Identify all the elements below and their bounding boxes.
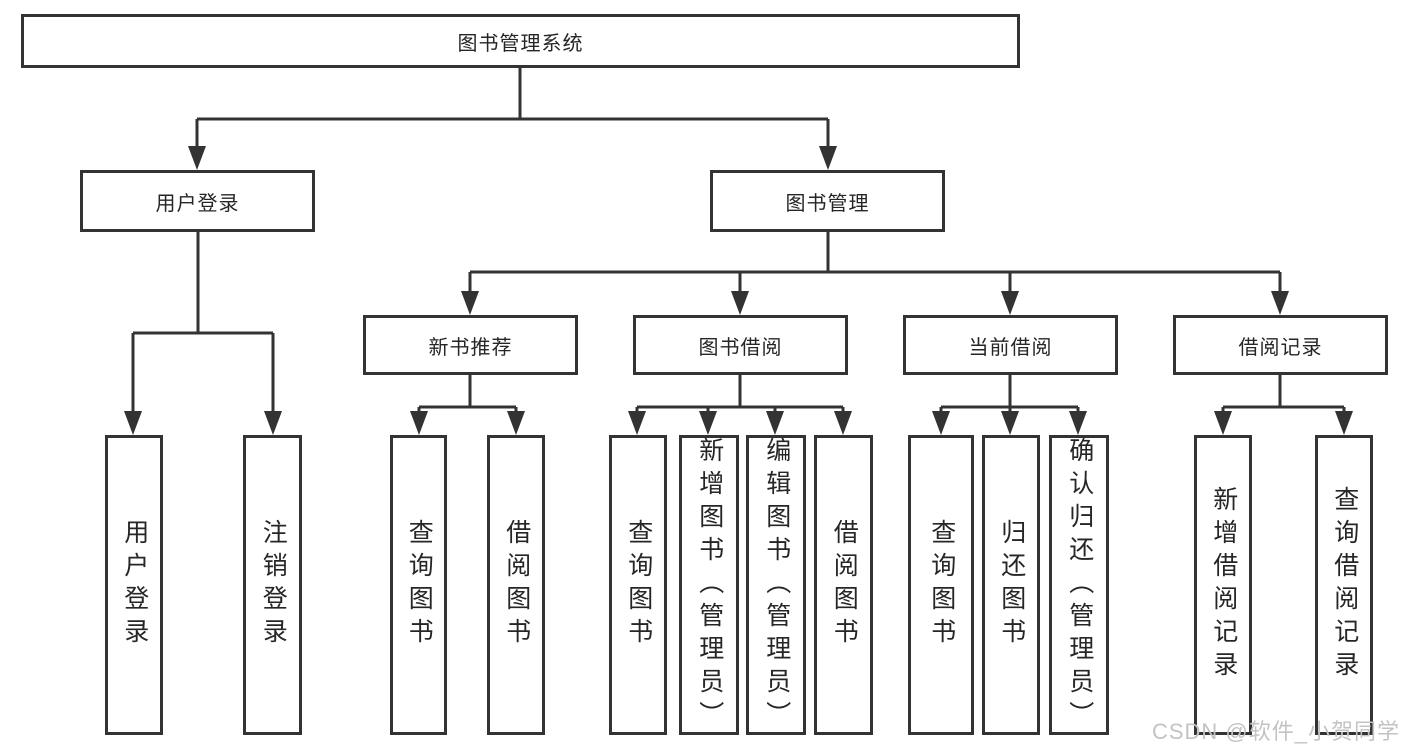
leaf-recommend-borrow-books-label: 借阅图书 (502, 519, 531, 651)
node-borrow-records: 借阅记录 (1173, 315, 1388, 375)
leaf-edit-book-admin-label: 编辑图书（管理员） (762, 436, 791, 734)
leaf-borrow-query-books: 查询图书 (609, 435, 667, 735)
leaf-recommend-borrow-books: 借阅图书 (487, 435, 545, 735)
node-book-management: 图书管理 (710, 170, 945, 232)
leaf-borrow-query-books-label: 查询图书 (624, 519, 653, 651)
leaf-confirm-return-admin-label: 确认归还（管理员） (1065, 436, 1094, 734)
node-root: 图书管理系统 (21, 14, 1020, 68)
leaf-confirm-return-admin: 确认归还（管理员） (1049, 435, 1109, 735)
leaf-current-query-books: 查询图书 (908, 435, 974, 735)
leaf-user-login-label: 用户登录 (120, 519, 149, 651)
leaf-borrow-borrow-books-label: 借阅图书 (830, 519, 859, 651)
leaf-logout: 注销登录 (243, 435, 302, 735)
leaf-recommend-query-books-label: 查询图书 (405, 519, 434, 651)
leaf-add-book-admin: 新增图书（管理员） (679, 435, 739, 735)
leaf-recommend-query-books: 查询图书 (390, 435, 447, 735)
leaf-query-borrow-record-label: 查询借阅记录 (1330, 486, 1359, 684)
arrowheads (124, 146, 1353, 435)
leaf-add-book-admin-label: 新增图书（管理员） (695, 436, 724, 734)
leaf-current-query-books-label: 查询图书 (927, 519, 956, 651)
node-user-login: 用户登录 (80, 170, 315, 232)
leaf-logout-label: 注销登录 (259, 519, 288, 651)
leaf-edit-book-admin: 编辑图书（管理员） (746, 435, 806, 735)
leaf-return-books: 归还图书 (982, 435, 1040, 735)
node-book-borrow: 图书借阅 (633, 315, 848, 375)
node-current-borrow: 当前借阅 (903, 315, 1118, 375)
leaf-add-borrow-record: 新增借阅记录 (1194, 435, 1252, 735)
node-new-book-recommend: 新书推荐 (363, 315, 578, 375)
leaf-user-login: 用户登录 (105, 435, 163, 735)
leaf-add-borrow-record-label: 新增借阅记录 (1209, 486, 1238, 684)
leaf-borrow-borrow-books: 借阅图书 (814, 435, 873, 735)
leaf-query-borrow-record: 查询借阅记录 (1315, 435, 1373, 735)
csdn-watermark: CSDN @软件_小贺同学 (1151, 719, 1400, 744)
leaf-return-books-label: 归还图书 (997, 519, 1026, 651)
